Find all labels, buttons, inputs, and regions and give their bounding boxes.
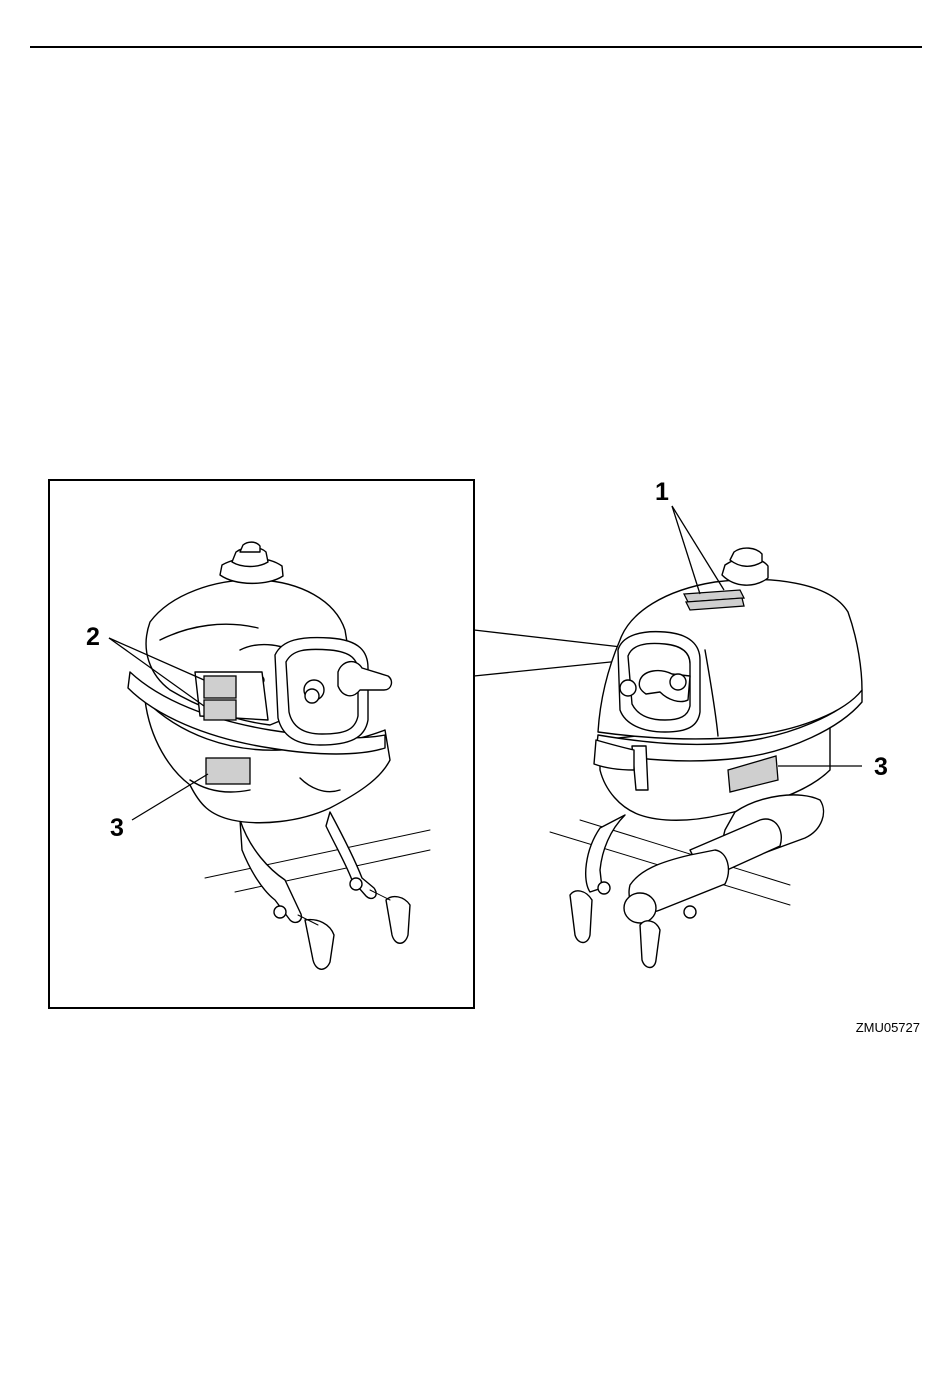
- callout-3-right: 3: [874, 753, 888, 781]
- main-fuel-cap: [722, 548, 768, 585]
- inset-label-3: [206, 758, 250, 784]
- main-view: 1 3: [550, 478, 888, 968]
- main-control-face: [618, 632, 700, 732]
- inset-label-2-lower: [204, 700, 236, 720]
- main-label-1: [684, 590, 744, 610]
- callout-3-left: 3: [110, 814, 124, 842]
- callout-2: 2: [86, 623, 100, 651]
- inset-label-2-upper: [204, 676, 236, 698]
- figure-code: ZMU05727: [820, 1020, 920, 1035]
- detail-inset: 2 3: [49, 480, 474, 1008]
- callout-1: 1: [655, 478, 669, 506]
